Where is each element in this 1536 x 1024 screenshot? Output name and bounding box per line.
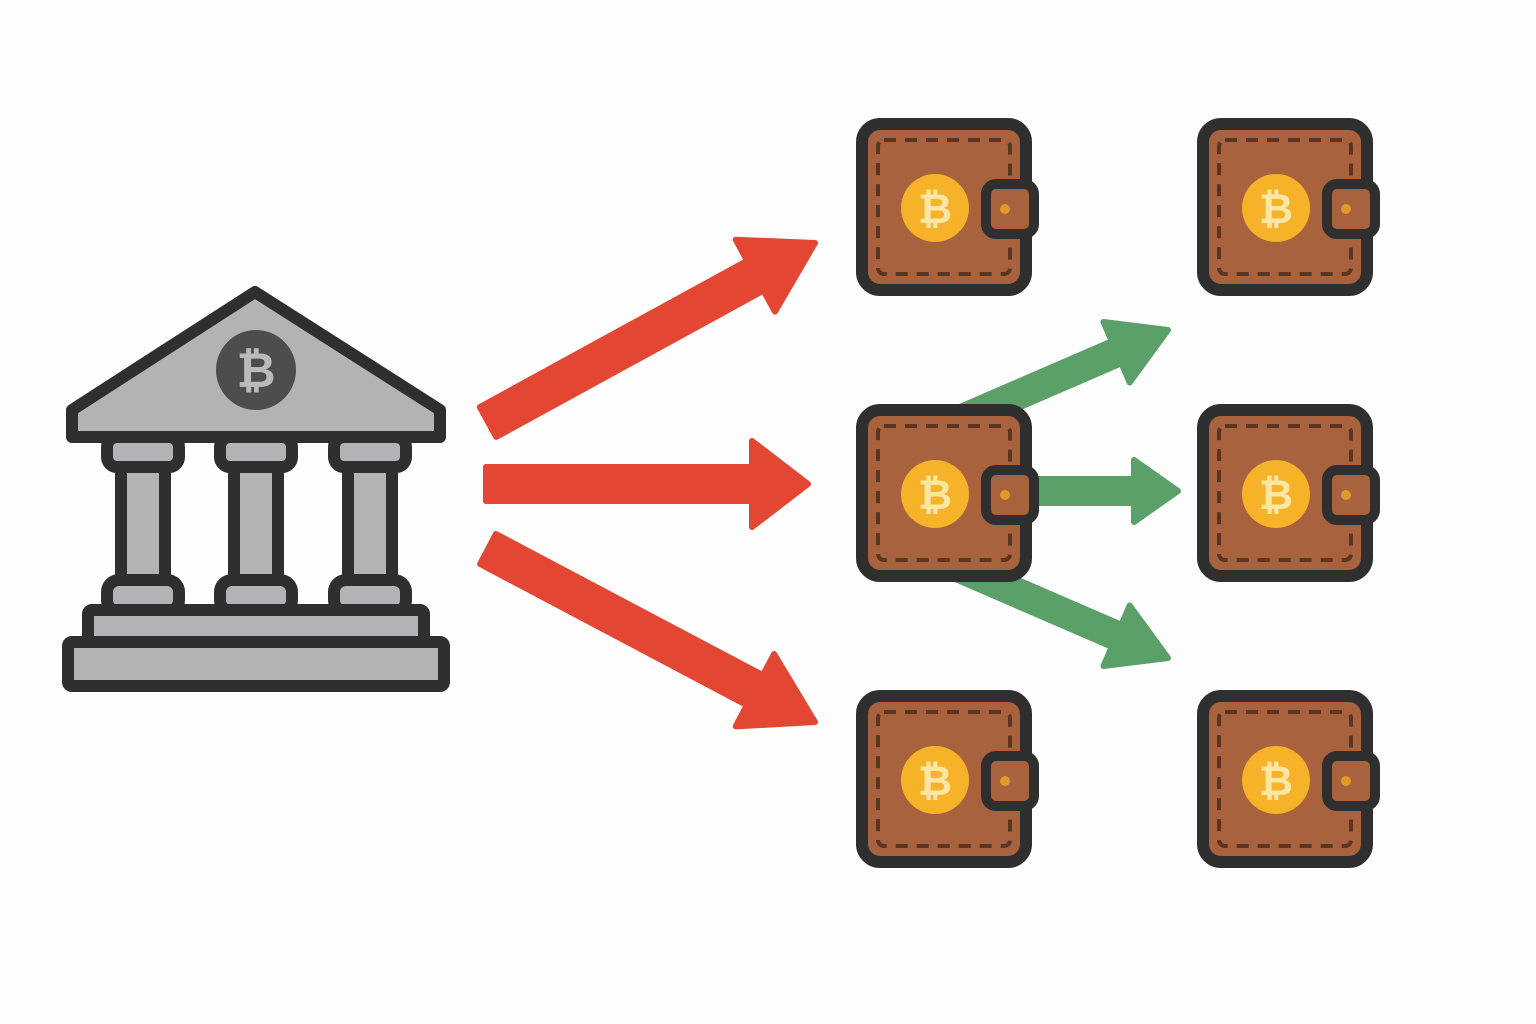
bitcoin-wallet-icon: ₿: [1197, 404, 1380, 582]
wallets: ₿ ₿ ₿ ₿ ₿ ₿: [856, 118, 1380, 868]
wallet-bitcoin-symbol: ₿: [1259, 756, 1293, 805]
bitcoin-coin-icon: [901, 746, 969, 814]
bank-column: [101, 431, 185, 618]
green-arrow: [952, 319, 1171, 434]
wallet-clasp-button: [1000, 204, 1010, 214]
green-arrows: [952, 319, 1181, 669]
bitcoin-coin-icon: [901, 460, 969, 528]
bank-step-bottom: [62, 636, 450, 692]
bank-building-icon: ₿: [62, 286, 450, 692]
red-arrow: [477, 531, 818, 730]
bitcoin-wallet-icon: ₿: [856, 690, 1039, 868]
bank-column: [214, 431, 298, 618]
wallet-clasp-button: [1000, 490, 1010, 500]
bitcoin-coin-icon: [1242, 460, 1310, 528]
bitcoin-coin-icon: [1242, 174, 1310, 242]
bitcoin-wallet-icon: ₿: [1197, 690, 1380, 868]
wallet-bitcoin-symbol: ₿: [918, 184, 952, 233]
wallet-clasp-button: [1341, 776, 1351, 786]
red-arrow: [483, 438, 811, 530]
red-arrow: [476, 236, 818, 440]
wallet-bitcoin-symbol: ₿: [1259, 184, 1293, 233]
bitcoin-coin-icon: [1242, 746, 1310, 814]
bitcoin-wallet-icon: ₿: [856, 404, 1039, 582]
bank-bitcoin-symbol: ₿: [236, 343, 275, 399]
bitcoin-coin-icon: [901, 174, 969, 242]
wallet-bitcoin-symbol: ₿: [918, 470, 952, 519]
wallet-clasp-button: [1341, 490, 1351, 500]
red-arrows: [476, 236, 818, 730]
bank-column: [328, 431, 412, 618]
wallet-bitcoin-symbol: ₿: [918, 756, 952, 805]
wallet-clasp-button: [1341, 204, 1351, 214]
bitcoin-wallet-icon: ₿: [856, 118, 1039, 296]
wallet-clasp-button: [1000, 776, 1010, 786]
wallet-bitcoin-symbol: ₿: [1259, 470, 1293, 519]
bitcoin-wallet-icon: ₿: [1197, 118, 1380, 296]
bank-coin-icon: [216, 330, 296, 410]
